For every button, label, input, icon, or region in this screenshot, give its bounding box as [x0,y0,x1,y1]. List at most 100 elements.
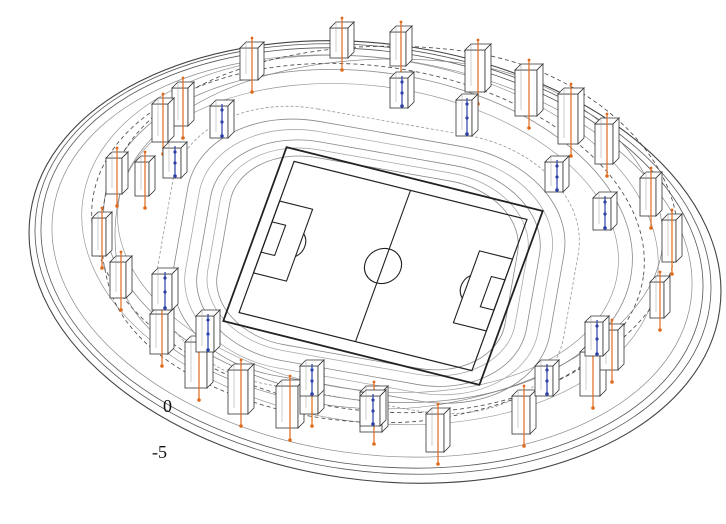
pile-tip [603,226,607,230]
block-front [151,273,173,311]
block-side [125,255,133,299]
block-ring-solid [114,58,664,410]
pile-node [163,276,167,280]
block-front [134,161,150,197]
block-side [407,71,415,109]
stand-contour-0 [156,105,580,415]
stand-contour-5 [216,155,519,371]
pitch-group [222,146,544,386]
pile-tip [658,328,662,332]
pile-node [400,80,404,84]
penalty-arc-right [459,274,471,299]
block-side [247,363,255,415]
block-front [109,261,127,299]
outer-block-2 [239,36,265,94]
inner-block-1 [209,99,235,139]
pile-tip [100,266,104,270]
block-front [151,103,169,143]
pile-head [250,36,254,40]
block-side [171,267,179,311]
block-front [455,99,473,137]
pile-tip [310,424,314,428]
pile-head [288,374,292,378]
inner-block-4 [544,155,570,193]
pile-node [310,368,314,372]
pile-node [595,324,599,328]
pile-head [436,402,440,406]
block-side [121,151,129,195]
pile-tip [197,398,201,402]
block-front [91,217,107,257]
outer-block-12 [105,146,129,208]
pile-head [119,250,123,254]
halfway-line [354,190,412,342]
inner-block-6 [151,267,179,311]
level-label-minus5: -5 [152,442,167,462]
pile-head [181,76,185,80]
outer-block-6 [594,112,620,178]
ring-5 [91,62,645,414]
pile-tip [250,90,254,94]
block-front [149,313,169,355]
pile-tip [670,272,674,276]
pile-node [206,332,210,336]
center-circle [363,247,403,285]
pile-tip [605,174,609,178]
pile-head [670,208,674,212]
block-side [471,93,479,137]
pile-node [555,175,559,179]
pile-node [163,290,167,294]
outer-block-13 [91,206,113,270]
stand-contour-4 [206,147,529,377]
pile-tip [163,306,167,310]
pile-node [555,164,559,168]
pile-tip [465,132,469,136]
block-front [514,69,538,117]
block-front [162,147,182,179]
block-front [544,161,564,193]
pile-node [220,108,224,112]
block-front [359,395,381,427]
block-front [511,395,531,435]
pile-node [465,102,469,106]
pile-head [649,166,653,170]
inner-block-2 [455,93,479,137]
pile-head [100,206,104,210]
pile-node [173,161,177,165]
pile-head [372,380,376,384]
outer-block-5 [557,82,585,158]
block-front [661,219,677,263]
pile-tip [545,392,549,396]
inner-block-8 [299,359,325,397]
pile-head [399,20,403,24]
block-side [317,359,325,397]
pile-tip [115,204,119,208]
outer-block-0 [329,16,355,72]
block-front [649,281,665,319]
block-side [379,389,387,427]
pile-tip [206,348,210,352]
pile-node [310,379,314,383]
pile-tip [340,68,344,72]
block-side [675,213,683,263]
pile-head [527,58,531,62]
block-side [577,87,585,145]
block-side [167,97,175,143]
outer-block-10 [171,76,195,140]
level-label-0: 0 [163,396,172,416]
inner-block-5 [592,191,618,231]
block-side [612,117,620,165]
block-front [389,77,409,109]
pile-tip [591,406,595,410]
block-side [167,307,175,355]
pile-tip [610,380,614,384]
inner-block-9 [534,359,560,397]
outer-block-11 [151,92,175,156]
pile-tip [595,352,599,356]
outer-block-1 [389,20,413,80]
block-front [105,157,123,195]
block-side [602,315,610,357]
block-side [105,211,113,257]
block-front [557,93,579,145]
